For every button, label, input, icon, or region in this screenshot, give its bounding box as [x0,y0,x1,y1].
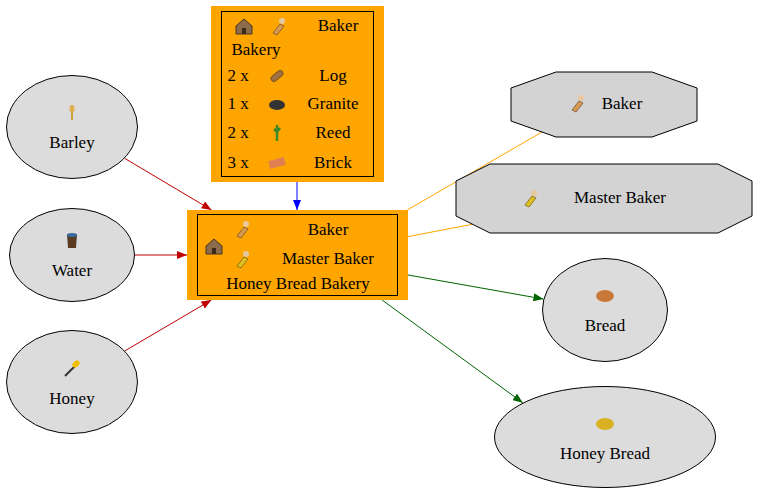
baker-icon [568,93,588,113]
master-icon [233,249,253,269]
building-cost-box: BakerBakery 2 x Log 1 x Granite 2 x Reed 3 x Bri… [211,6,384,182]
building-box: BakerMaster BakerHoney Bread Bakery [187,210,408,300]
flow-connector [382,300,523,403]
node-label: Master Baker [282,250,374,269]
flow-connector [135,255,187,256]
honey-icon [62,358,82,378]
node-label: Honey Bread [560,445,650,464]
node-label: Log [319,67,346,86]
water-icon [62,230,82,250]
node-label: Baker [308,221,349,240]
worker-octagon: Baker [511,72,697,137]
flow-connector [408,224,473,236]
ware-ellipse: Bread [542,258,668,362]
flow-connector [125,300,212,351]
log-icon [267,66,287,86]
ellipse-outline [494,386,716,488]
baker-icon [233,219,253,239]
node-label: Master Baker [574,189,666,208]
house-icon [204,236,224,256]
ellipse-outline [6,75,138,179]
ware-ellipse: Honey Bread [494,386,716,488]
worker-octagon: Master Baker [456,164,752,233]
node-label: Baker [318,17,359,36]
node-label: 2 x [227,67,248,86]
flow-connector [297,182,298,210]
ware-ellipse: Honey [6,330,138,434]
node-label: 2 x [227,124,248,143]
node-label: Honey Bread Bakery [226,275,370,294]
node-label: Bread [585,317,626,336]
baker-icon [269,16,289,36]
honeybread-icon [595,414,615,434]
node-label: Bakery [231,41,280,60]
granite-icon [267,94,287,114]
ware-ellipse: Barley [6,75,138,179]
bread-icon [595,286,615,306]
master-icon [521,188,541,208]
node-label: 3 x [227,154,248,173]
ellipse-outline [6,330,138,434]
node-label: Barley [49,134,94,153]
reed-icon [267,123,287,143]
node-label: Reed [316,124,351,143]
ware-ellipse: Water [9,208,135,302]
brick-icon [267,153,287,173]
node-label: Honey [49,390,94,409]
node-label: Baker [602,95,643,114]
ellipse-outline [9,208,135,302]
node-label: 1 x [227,95,248,114]
ellipse-outline [542,258,668,362]
node-label: Granite [308,95,359,114]
flow-connector [125,158,212,210]
node-label: Brick [314,154,352,173]
barley-icon [62,102,82,122]
house-icon [234,16,254,36]
node-label: Water [52,262,92,281]
flow-connector [408,275,543,299]
